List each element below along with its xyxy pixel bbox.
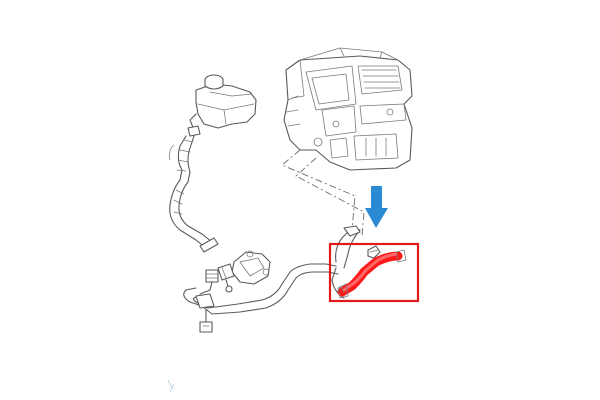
- leader-lines: [281, 149, 365, 237]
- scan-artifact: [167, 379, 175, 393]
- heater-core-housing: [283, 47, 413, 171]
- thermostat-housing: [217, 250, 271, 293]
- hose-clamp: [367, 245, 381, 259]
- highlighted-heater-hose: [337, 249, 407, 299]
- lower-coolant-pipe: [183, 225, 361, 333]
- coolant-expansion-tank: [187, 74, 257, 137]
- upper-coolant-hose: [169, 135, 219, 253]
- pointer-arrow: [365, 186, 388, 228]
- highlight-box: [328, 242, 420, 303]
